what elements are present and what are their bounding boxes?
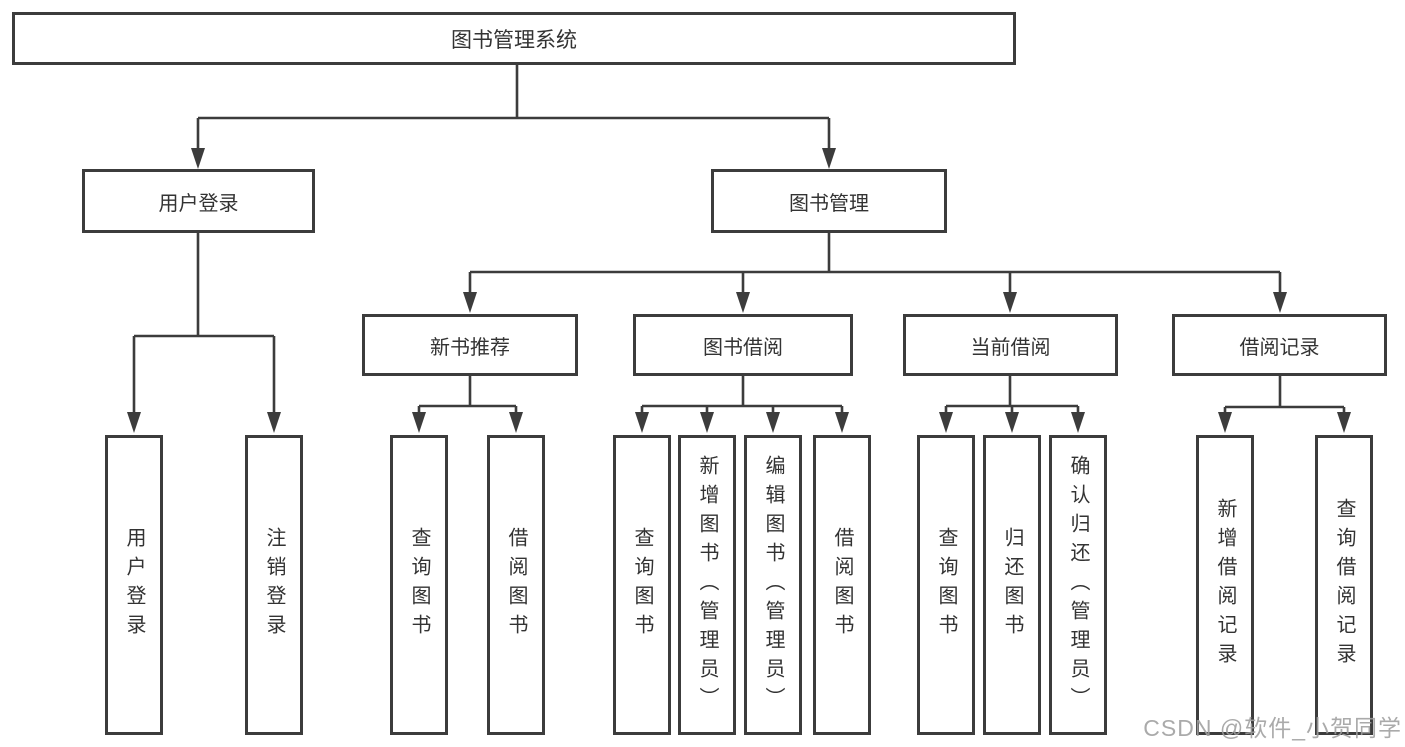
leaf-borrow-book-recommend: 借阅图书	[487, 435, 545, 735]
connector-root-to-level2	[196, 64, 831, 150]
node-label: 用户登录	[158, 192, 239, 215]
node-label: 确认归还（管理员）	[1067, 454, 1089, 716]
leaf-return-book: 归还图书	[983, 435, 1041, 735]
leaf-logout-login: 注销登录	[245, 435, 303, 735]
node-label: 查询图书	[408, 527, 430, 643]
node-label: 查询图书	[631, 527, 653, 643]
node-label: 归还图书	[1001, 527, 1023, 643]
node-borrow-record: 借阅记录	[1172, 314, 1387, 376]
connector-current-borrow-to-leaves	[944, 376, 1080, 414]
node-label: 借阅图书	[831, 527, 853, 643]
node-label: 注销登录	[263, 527, 285, 643]
connector-book-management-to-level3	[468, 233, 1282, 294]
connector-user-login-to-leaves	[132, 233, 276, 414]
connector-borrow-record-to-leaves	[1223, 376, 1346, 414]
csdn-watermark: CSDN @软件_小贺同学	[1143, 715, 1402, 741]
node-label: 编辑图书（管理员）	[762, 454, 784, 716]
node-user-login: 用户登录	[82, 169, 315, 233]
leaf-confirm-return-admin: 确认归还（管理员）	[1049, 435, 1107, 735]
leaf-user-login: 用户登录	[105, 435, 163, 735]
node-label: 借阅记录	[1239, 336, 1320, 359]
node-label: 新增图书（管理员）	[696, 454, 718, 716]
leaf-add-borrow-record: 新增借阅记录	[1196, 435, 1254, 735]
node-label: 查询图书	[935, 527, 957, 643]
node-current-borrow: 当前借阅	[903, 314, 1118, 376]
node-label: 图书管理系统	[451, 28, 577, 52]
node-label: 当前借阅	[970, 336, 1051, 359]
leaf-query-book-current: 查询图书	[917, 435, 975, 735]
node-book-borrow: 图书借阅	[633, 314, 853, 376]
leaf-query-borrow-record: 查询借阅记录	[1315, 435, 1373, 735]
connector-new-book-recommend-to-leaves	[417, 376, 518, 414]
node-root: 图书管理系统	[12, 12, 1016, 65]
leaf-borrow-book: 借阅图书	[813, 435, 871, 735]
leaf-add-book-admin: 新增图书（管理员）	[678, 435, 736, 735]
node-label: 新书推荐	[430, 336, 510, 359]
node-book-management: 图书管理	[711, 169, 947, 233]
leaf-query-book-recommend: 查询图书	[390, 435, 448, 735]
node-label: 用户登录	[123, 527, 145, 643]
node-new-book-recommend: 新书推荐	[362, 314, 578, 376]
node-label: 图书借阅	[703, 336, 783, 359]
node-label: 借阅图书	[505, 527, 527, 643]
node-label: 图书管理	[789, 192, 869, 215]
connector-book-borrow-to-leaves	[640, 376, 844, 414]
node-label: 查询借阅记录	[1333, 498, 1355, 672]
leaf-query-book-borrow: 查询图书	[613, 435, 671, 735]
node-label: 新增借阅记录	[1214, 498, 1236, 672]
leaf-edit-book-admin: 编辑图书（管理员）	[744, 435, 802, 735]
